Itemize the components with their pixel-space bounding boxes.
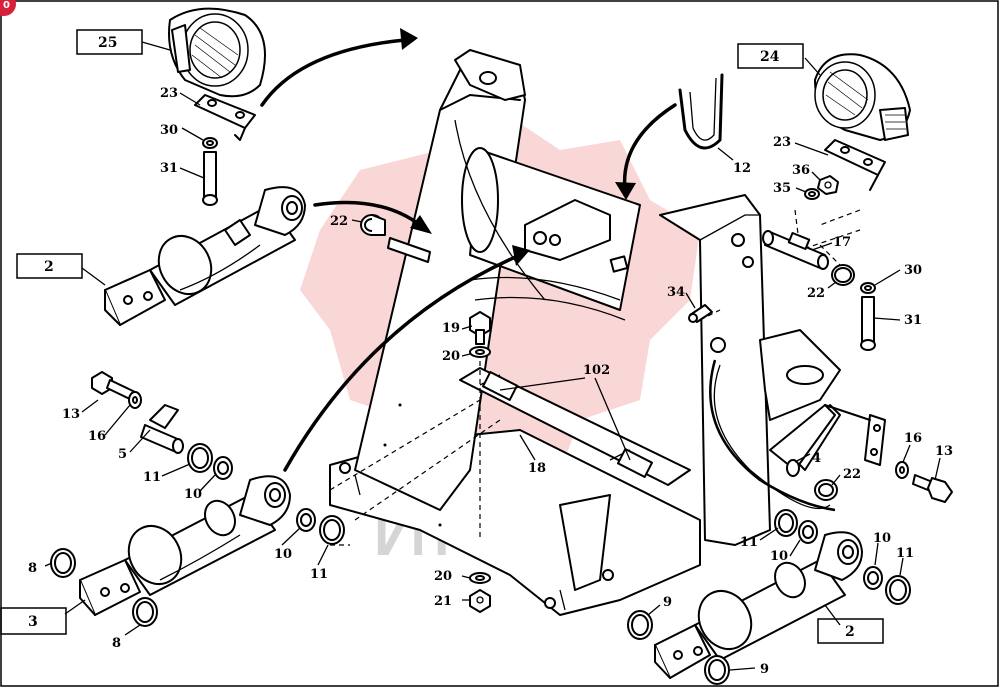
callout-16-left: 16 [88,429,106,444]
callout-16-right: 16 [904,431,922,446]
seal-11-far-right [885,575,911,605]
lamp-bracket-23-right [824,139,886,191]
label-box-2-right: 2 [817,618,884,644]
seal-11-right-lower [774,509,798,537]
washer-22-left-upper [360,214,386,236]
pin-bracket-4 [769,404,886,477]
callout-4: 4 [812,451,821,466]
bolt-34 [688,304,713,323]
leader-lines [44,41,941,671]
hydraulic-cylinder-2-upper [104,186,306,326]
plate-18 [459,367,691,486]
assembly-arrows [260,28,677,472]
pin-center [387,237,431,263]
callout-17: 17 [833,235,851,250]
callout-8-upper: 8 [28,561,37,576]
label-box-25: 25 [76,29,143,55]
callout-labels: 23 30 31 22 12 23 36 35 17 30 22 31 34 1… [28,86,953,677]
bolt-13-right [912,474,953,503]
callout-31-right: 31 [904,313,922,328]
bushing-10-far-right [863,566,883,590]
callout-35: 35 [773,181,791,196]
callout-21: 21 [434,594,452,609]
callout-10-right: 10 [770,549,788,564]
washer-30-left [202,137,218,149]
pin-5 [140,404,184,454]
washer-22-right-lower [814,479,838,501]
washer-35 [804,188,820,200]
washer-20-bottom [469,572,491,584]
corner-badge-text: 0 [3,0,10,11]
bolt-31-right [860,296,876,351]
work-lamp-25 [168,7,266,98]
bolt-31-left [202,151,218,206]
callout-31-left: 31 [160,161,178,176]
callout-20-bottom: 20 [434,569,452,584]
seal-11-left-upper [187,443,213,473]
bolt-19 [469,311,491,345]
callout-10-left: 10 [184,487,202,502]
callout-30-right: 30 [904,263,922,278]
label-box-2-left-text: 2 [44,259,54,275]
washer-22-right-upper [831,264,855,286]
seal-8-upper [50,548,76,578]
callout-13-right: 13 [935,444,953,459]
callout-36: 36 [792,163,810,178]
hydraulic-cylinder-3-lower [79,475,291,616]
callout-8-lower: 8 [112,636,121,651]
washer-30-right [860,282,876,294]
hydraulic-cylinder-2-right [654,531,863,679]
callout-30-left: 30 [160,123,178,138]
callout-34: 34 [667,285,685,300]
seal-11-center-lower [319,515,345,545]
callout-22-left: 22 [330,214,348,229]
label-box-3-text: 3 [28,614,38,630]
label-box-2-left: 2 [16,253,83,279]
washer-16-left [128,391,142,409]
washer-16-right [895,461,909,479]
washer-20-center [469,346,491,358]
pin-17 [762,230,829,270]
label-box-24-text: 24 [760,49,780,65]
callout-18: 18 [528,461,546,476]
callout-5: 5 [118,447,127,462]
callout-11-center: 11 [310,567,328,582]
callout-23-left: 23 [160,86,178,101]
callout-11-left: 11 [143,470,161,485]
seal-9-upper [627,610,653,640]
callout-19: 19 [442,321,460,336]
callout-10-far-right: 10 [873,531,891,546]
callout-9-upper: 9 [663,595,672,610]
callout-11-right: 11 [740,535,758,550]
nut-36 [817,175,839,195]
callout-20-center: 20 [442,349,460,364]
work-lamp-24 [814,53,911,141]
label-box-24: 24 [737,43,804,69]
callout-10-center: 10 [274,547,292,562]
corner-badge: 0 [0,0,16,16]
lamp-bracket-23-left [194,94,256,141]
nut-21 [469,589,491,613]
callout-13-left: 13 [62,407,80,422]
callout-9-lower: 9 [760,662,769,677]
bolt-13-left [91,371,136,401]
label-box-2-right-text: 2 [845,624,855,640]
bushing-10-center-lower [296,508,316,532]
u-bolt-12 [678,73,724,150]
seal-9-lower [704,655,730,685]
callout-22-right: 22 [807,286,825,301]
callout-11-far-right: 11 [896,546,914,561]
bushing-10-left-upper [213,456,233,480]
callout-102: 102 [583,363,610,378]
label-box-25-text: 25 [98,35,117,51]
label-box-3: 3 [0,607,67,635]
callout-22-lower: 22 [843,467,861,482]
main-frame-assembly [329,49,841,616]
bushing-10-right-lower [798,520,818,544]
seal-8-lower [132,597,158,627]
callout-23-right: 23 [773,135,791,150]
callout-12: 12 [733,161,751,176]
